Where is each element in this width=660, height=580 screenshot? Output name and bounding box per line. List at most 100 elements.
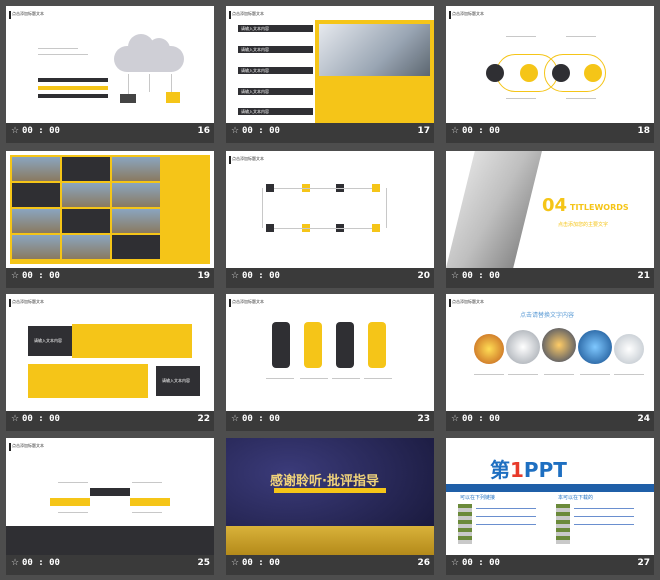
star-icon[interactable]: ☆ bbox=[11, 414, 20, 424]
slide-number: 25 bbox=[197, 558, 210, 568]
slide-preview: 点击添加标题文本 bbox=[226, 294, 434, 411]
slide-preview: 点击添加标题文本 bbox=[6, 6, 214, 123]
slide-number: 22 bbox=[197, 414, 210, 424]
slide-timing: 00 : 00 bbox=[462, 126, 500, 136]
slide-timing: 00 : 00 bbox=[242, 558, 280, 568]
section-title: TITLEWORDS bbox=[570, 203, 629, 212]
star-icon[interactable]: ☆ bbox=[451, 414, 460, 424]
slide-number: 19 bbox=[197, 271, 210, 281]
star-icon[interactable]: ☆ bbox=[11, 558, 20, 568]
label-box: 请输入文本内容 bbox=[238, 67, 313, 74]
slide-header: 点击添加标题文本 bbox=[232, 11, 264, 16]
slide-info-bar: ☆ 00 : 00 18 bbox=[446, 123, 654, 143]
slide-timing: 00 : 00 bbox=[462, 414, 500, 424]
slide-thumbnail-27[interactable]: 第1PPT 可以在下列链接 本可以在下载的 ☆ 00 : 00 27 bbox=[446, 438, 654, 575]
slide-info-bar: ☆ 00 : 00 21 bbox=[446, 268, 654, 288]
slide-timing: 00 : 00 bbox=[22, 414, 60, 424]
slide-info-bar: ☆ 00 : 00 19 bbox=[6, 268, 214, 288]
slide-header: 点击添加标题文本 bbox=[12, 443, 44, 448]
slide-timing: 00 : 00 bbox=[242, 414, 280, 424]
slide-header: 点击添加标题文本 bbox=[232, 299, 264, 304]
slide-info-bar: ☆ 00 : 00 27 bbox=[446, 555, 654, 575]
slide-thumbnail-16[interactable]: 点击添加标题文本 ☆ 00 : 00 16 bbox=[6, 6, 214, 143]
slide-preview: 点击添加标题文本 bbox=[226, 151, 434, 268]
photo bbox=[614, 334, 644, 364]
slide-info-bar: ☆ 00 : 00 16 bbox=[6, 123, 214, 143]
slide-thumbnail-20[interactable]: 点击添加标题文本 ☆ 00 : 00 20 bbox=[226, 151, 434, 288]
slide-info-bar: ☆ 00 : 00 23 bbox=[226, 411, 434, 431]
slide-number: 24 bbox=[637, 414, 650, 424]
slide-preview: 点击添加标题文本 bbox=[6, 438, 214, 555]
monitor-icon bbox=[166, 92, 180, 103]
star-icon[interactable]: ☆ bbox=[11, 271, 20, 281]
slide-thumbnail-23[interactable]: 点击添加标题文本 ☆ 00 : 00 23 bbox=[226, 294, 434, 431]
slide-header: 点击添加标题文本 bbox=[452, 11, 484, 16]
slide-number: 20 bbox=[417, 271, 430, 281]
photo bbox=[578, 330, 612, 364]
star-icon[interactable]: ☆ bbox=[231, 126, 240, 136]
photo bbox=[506, 330, 540, 364]
slide-preview: 第1PPT 可以在下列链接 本可以在下载的 bbox=[446, 438, 654, 555]
star-icon[interactable]: ☆ bbox=[231, 558, 240, 568]
section-number: 04 bbox=[542, 195, 568, 216]
slide-timing: 00 : 00 bbox=[462, 271, 500, 281]
star-icon[interactable]: ☆ bbox=[451, 271, 460, 281]
label-box: 请输入文本内容 bbox=[238, 46, 313, 53]
photo bbox=[474, 334, 504, 364]
slide-number: 18 bbox=[637, 126, 650, 136]
slide-header: 点击添加标题文本 bbox=[12, 299, 44, 304]
slide-number: 21 bbox=[637, 271, 650, 281]
slide-thumbnail-19[interactable]: ☆ 00 : 00 19 bbox=[6, 151, 214, 288]
label-box: 请输入文本内容 bbox=[238, 108, 313, 115]
slide-number: 17 bbox=[417, 126, 430, 136]
slide-thumbnail-22[interactable]: 点击添加标题文本 请输入文本内容 请输入文本内容 ☆ 00 : 00 22 bbox=[6, 294, 214, 431]
slide-preview: 04 TITLEWORDS 点击添加您的主要文字 bbox=[446, 151, 654, 268]
photo bbox=[542, 328, 576, 362]
slide-thumbnail-25[interactable]: 点击添加标题文本 ☆ 00 : 00 25 bbox=[6, 438, 214, 575]
slide-timing: 00 : 00 bbox=[462, 558, 500, 568]
slide-preview: 感谢聆听·批评指导 bbox=[226, 438, 434, 555]
slide-timing: 00 : 00 bbox=[22, 126, 60, 136]
box-label: 请输入文本内容 bbox=[34, 338, 62, 343]
slide-header: 点击添加标题文本 bbox=[12, 11, 44, 16]
slide-info-bar: ☆ 00 : 00 20 bbox=[226, 268, 434, 288]
label-box: 请输入文本内容 bbox=[238, 88, 313, 95]
slide-title: 点击请替换文字内容 bbox=[520, 312, 575, 319]
slide-info-bar: ☆ 00 : 00 17 bbox=[226, 123, 434, 143]
photo bbox=[319, 24, 430, 76]
slide-timing: 00 : 00 bbox=[22, 271, 60, 281]
slide-info-bar: ☆ 00 : 00 25 bbox=[6, 555, 214, 575]
star-icon[interactable]: ☆ bbox=[231, 271, 240, 281]
box-label: 请输入文本内容 bbox=[162, 378, 190, 383]
slide-thumbnail-17[interactable]: 点击添加标题文本 请输入文本内容 请输入文本内容 请输入文本内容 请输入文本内容… bbox=[226, 6, 434, 143]
slide-header: 点击添加标题文本 bbox=[232, 156, 264, 161]
section-subtitle: 点击添加您的主要文字 bbox=[558, 222, 609, 228]
slide-info-bar: ☆ 00 : 00 24 bbox=[446, 411, 654, 431]
slide-thumbnail-21[interactable]: 04 TITLEWORDS 点击添加您的主要文字 ☆ 00 : 00 21 bbox=[446, 151, 654, 288]
slide-header: 点击添加标题文本 bbox=[452, 299, 484, 304]
slide-thumbnail-18[interactable]: 点击添加标题文本 ☆ 00 : 00 18 bbox=[446, 6, 654, 143]
slide-number: 26 bbox=[417, 558, 430, 568]
slide-preview: 点击添加标题文本 请输入文本内容 请输入文本内容 bbox=[6, 294, 214, 411]
slide-info-bar: ☆ 00 : 00 26 bbox=[226, 555, 434, 575]
slide-timing: 00 : 00 bbox=[22, 558, 60, 568]
column-heading: 本可以在下载的 bbox=[558, 495, 594, 501]
star-icon[interactable]: ☆ bbox=[231, 414, 240, 424]
label-box: 请输入文本内容 bbox=[238, 25, 313, 32]
cloud-network-icon bbox=[114, 34, 184, 74]
slide-title: 感谢聆听·批评指导 bbox=[270, 474, 379, 489]
star-icon[interactable]: ☆ bbox=[451, 126, 460, 136]
slide-thumbnail-24[interactable]: 点击添加标题文本 点击请替换文字内容 ☆ 00 : 00 24 bbox=[446, 294, 654, 431]
star-icon[interactable]: ☆ bbox=[11, 126, 20, 136]
laptop-icon bbox=[120, 94, 136, 103]
slide-thumbnail-26[interactable]: 感谢聆听·批评指导 ☆ 00 : 00 26 bbox=[226, 438, 434, 575]
slide-preview: 点击添加标题文本 bbox=[446, 6, 654, 123]
column-heading: 可以在下列链接 bbox=[460, 495, 496, 501]
slide-preview bbox=[6, 151, 214, 268]
slide-number: 23 bbox=[417, 414, 430, 424]
logo: 第1PPT bbox=[490, 458, 567, 482]
slide-info-bar: ☆ 00 : 00 22 bbox=[6, 411, 214, 431]
slide-number: 27 bbox=[637, 558, 650, 568]
slide-timing: 00 : 00 bbox=[242, 271, 280, 281]
star-icon[interactable]: ☆ bbox=[451, 558, 460, 568]
